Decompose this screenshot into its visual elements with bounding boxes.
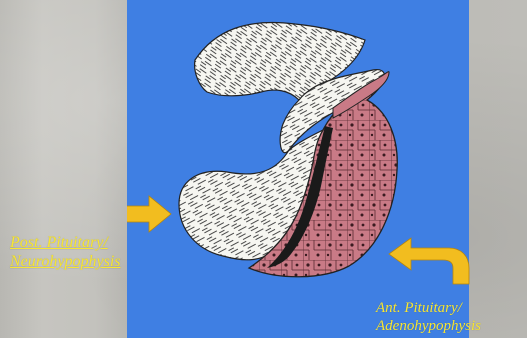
anterior-pituitary-label: Ant. Pituitary/ Adenohypophysis: [376, 299, 481, 335]
anterior-arrow-icon: [389, 238, 469, 284]
anterior-label-line2: Adenohypophysis: [376, 317, 481, 335]
posterior-arrow-icon: [127, 196, 171, 246]
anterior-label-line1: Ant. Pituitary/: [376, 299, 481, 317]
pituitary-illustration: [127, 0, 527, 338]
posterior-label-line2: Neurohypophysis: [10, 252, 121, 271]
posterior-label-line1: Post. Pituitary/: [10, 233, 121, 252]
posterior-pituitary-label: Post. Pituitary/ Neurohypophysis: [10, 233, 121, 271]
